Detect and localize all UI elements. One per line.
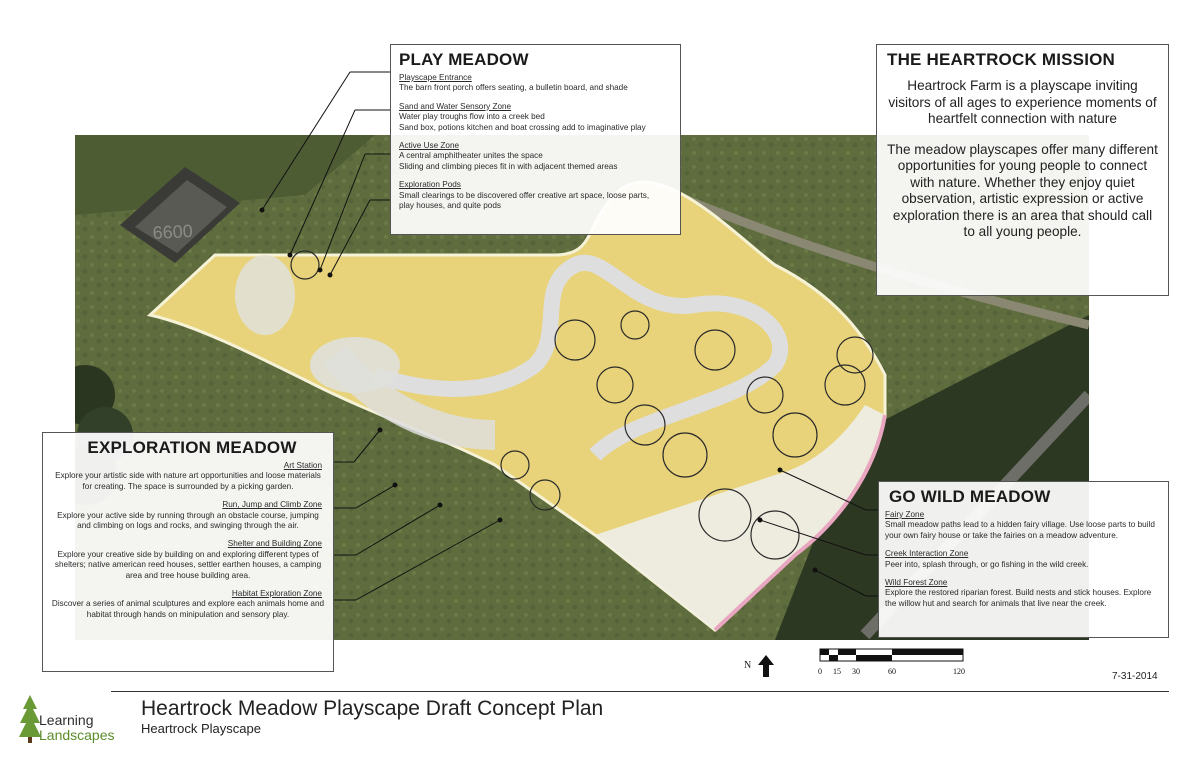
zone-title: Art Station (283, 461, 322, 470)
zone-description: Explore your creative side by building o… (54, 549, 322, 580)
scale-tick: 60 (888, 667, 896, 676)
zone-description: The barn front porch offers seating, a b… (399, 83, 628, 93)
scale-tick: 30 (852, 667, 860, 676)
zone-description: Explore the restored riparian forest. Bu… (885, 588, 1152, 608)
play-meadow-panel: PLAY MEADOW Playscape Entrance The barn … (390, 44, 681, 235)
zone-shelter-building: Shelter and Building Zone Explore your c… (51, 539, 325, 581)
exploration-meadow-panel: EXPLORATION MEADOW Art Station Explore y… (42, 432, 334, 672)
zone-description: Water play troughs flow into a creek bed… (399, 112, 646, 132)
zone-description: Small meadow paths lead to a hidden fair… (885, 520, 1155, 540)
tree-logo-icon (19, 695, 41, 743)
zone-wild-forest: Wild Forest Zone Explore the restored ri… (885, 578, 1162, 609)
zone-description: A central amphitheater unites the space … (399, 151, 618, 171)
zone-title: Exploration Pods (399, 180, 461, 190)
zone-title: Sand and Water Sensory Zone (399, 101, 512, 111)
zone-creek-interaction: Creek Interaction Zone Peer into, splash… (885, 549, 1162, 570)
zone-description: Peer into, splash through, or go fishing… (885, 559, 1089, 569)
play-meadow-title: PLAY MEADOW (399, 50, 529, 69)
zone-description: Discover a series of animal sculptures a… (51, 599, 325, 619)
north-arrow-icon (758, 655, 774, 677)
farm-road (673, 190, 1089, 330)
mission-panel: THE HEARTROCK MISSION Heartrock Farm is … (876, 44, 1169, 296)
mission-title: THE HEARTROCK MISSION (887, 50, 1116, 69)
exploration-meadow-title: EXPLORATION MEADOW (87, 438, 297, 457)
zone-art-station: Art Station Explore your artistic side w… (51, 461, 325, 492)
plan-subtitle: Heartrock Playscape (141, 721, 261, 736)
zone-active-use: Active Use Zone A central amphitheater u… (399, 141, 672, 172)
zone-playscape-entrance: Playscape Entrance The barn front porch … (399, 73, 672, 94)
zone-description: Small clearings to be discovered offer c… (399, 190, 650, 211)
zone-fairy: Fairy Zone Small meadow paths lead to a … (885, 510, 1162, 541)
go-wild-meadow-title: GO WILD MEADOW (889, 487, 1051, 506)
plan-date: 7-31-2014 (1112, 671, 1158, 682)
title-divider (111, 691, 1169, 692)
zone-description: Explore your active side by running thro… (57, 510, 319, 531)
scale-tick: 0 (818, 667, 822, 676)
zone-title: Playscape Entrance (399, 73, 472, 82)
scale-tick: 15 (833, 667, 841, 676)
zone-title: Habitat Exploration Zone (231, 589, 322, 599)
zone-title: Creek Interaction Zone (885, 549, 969, 559)
north-label: N (744, 660, 752, 671)
zone-sand-water: Sand and Water Sensory Zone Water play t… (399, 102, 672, 133)
zone-exploration-pods: Exploration Pods Small clearings to be d… (399, 180, 672, 211)
plan-title: Heartrock Meadow Playscape Draft Concept… (141, 697, 604, 720)
scale-tick: 120 (953, 667, 965, 676)
zone-title: Active Use Zone (399, 141, 460, 151)
tree-canopies (290, 250, 874, 560)
barn: 6600 (120, 167, 240, 263)
logo-line-2: Landscapes (39, 727, 115, 743)
logo-line-1: Learning (39, 712, 94, 728)
zone-title: Shelter and Building Zone (227, 539, 322, 549)
zone-title: Wild Forest Zone (885, 578, 948, 588)
building-number: 6600 (152, 221, 193, 243)
mission-paragraph-2: The meadow playscapes offer many differe… (887, 141, 1158, 240)
zone-description: Explore your artistic side with nature a… (55, 471, 321, 491)
scale-bar: 0 15 30 60 120 (818, 648, 978, 687)
zone-title: Run, Jump and Climb Zone (222, 500, 322, 510)
zone-habitat-exploration: Habitat Exploration Zone Discover a seri… (51, 589, 325, 620)
mission-paragraph-1: Heartrock Farm is a playscape inviting v… (888, 78, 1157, 126)
zone-run-jump-climb: Run, Jump and Climb Zone Explore your ac… (51, 500, 325, 531)
go-wild-meadow-panel: GO WILD MEADOW Fairy Zone Small meadow p… (878, 481, 1169, 638)
zone-title: Fairy Zone (885, 510, 925, 519)
meandering-path (372, 254, 789, 461)
learning-landscapes-logo: Learning Landscapes (14, 693, 124, 748)
